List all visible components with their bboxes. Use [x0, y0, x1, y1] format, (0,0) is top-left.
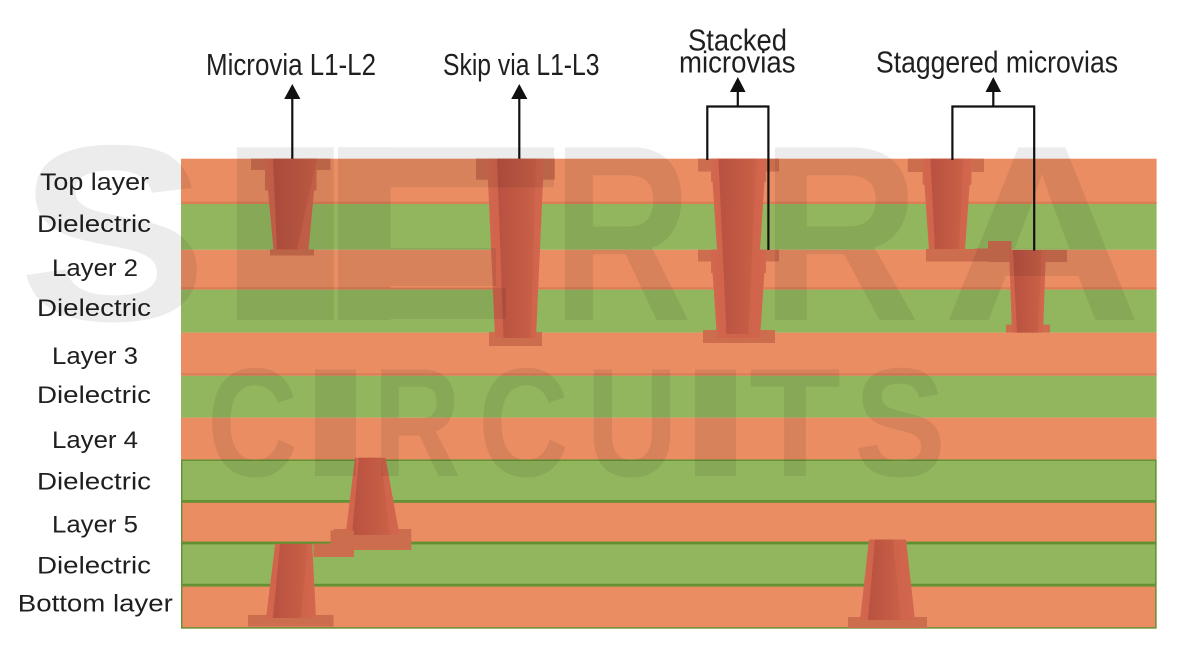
- svg-text:Layer 3: Layer 3: [52, 343, 138, 370]
- svg-text:Layer 5: Layer 5: [52, 512, 138, 539]
- svg-text:Dielectric: Dielectric: [37, 211, 151, 238]
- svg-text:Dielectric: Dielectric: [37, 469, 151, 496]
- svg-text:Skip via L1-L3: Skip via L1-L3: [443, 47, 600, 82]
- svg-text:Layer 2: Layer 2: [52, 255, 138, 282]
- svg-text:Dielectric: Dielectric: [37, 553, 151, 580]
- svg-text:C: C: [207, 336, 298, 509]
- svg-text:Dielectric: Dielectric: [37, 382, 151, 409]
- svg-text:S: S: [18, 94, 208, 374]
- svg-text:microvias: microvias: [679, 45, 796, 80]
- svg-text:A: A: [942, 94, 1142, 374]
- svg-text:C: C: [478, 336, 569, 509]
- svg-text:T: T: [749, 336, 841, 509]
- svg-text:Layer 4: Layer 4: [52, 427, 138, 454]
- svg-text:S: S: [854, 336, 946, 509]
- svg-text:R: R: [373, 336, 461, 509]
- svg-text:R: R: [760, 94, 920, 374]
- svg-text:Dielectric: Dielectric: [37, 295, 151, 322]
- svg-text:R: R: [552, 94, 692, 374]
- svg-text:Bottom layer: Bottom layer: [18, 591, 173, 618]
- svg-text:Staggered microvias: Staggered microvias: [876, 45, 1118, 80]
- svg-text:Top layer: Top layer: [40, 169, 149, 196]
- svg-text:Stacked: Stacked: [688, 22, 787, 57]
- svg-text:U: U: [586, 336, 678, 509]
- svg-text:Microvia L1-L2: Microvia L1-L2: [206, 47, 376, 82]
